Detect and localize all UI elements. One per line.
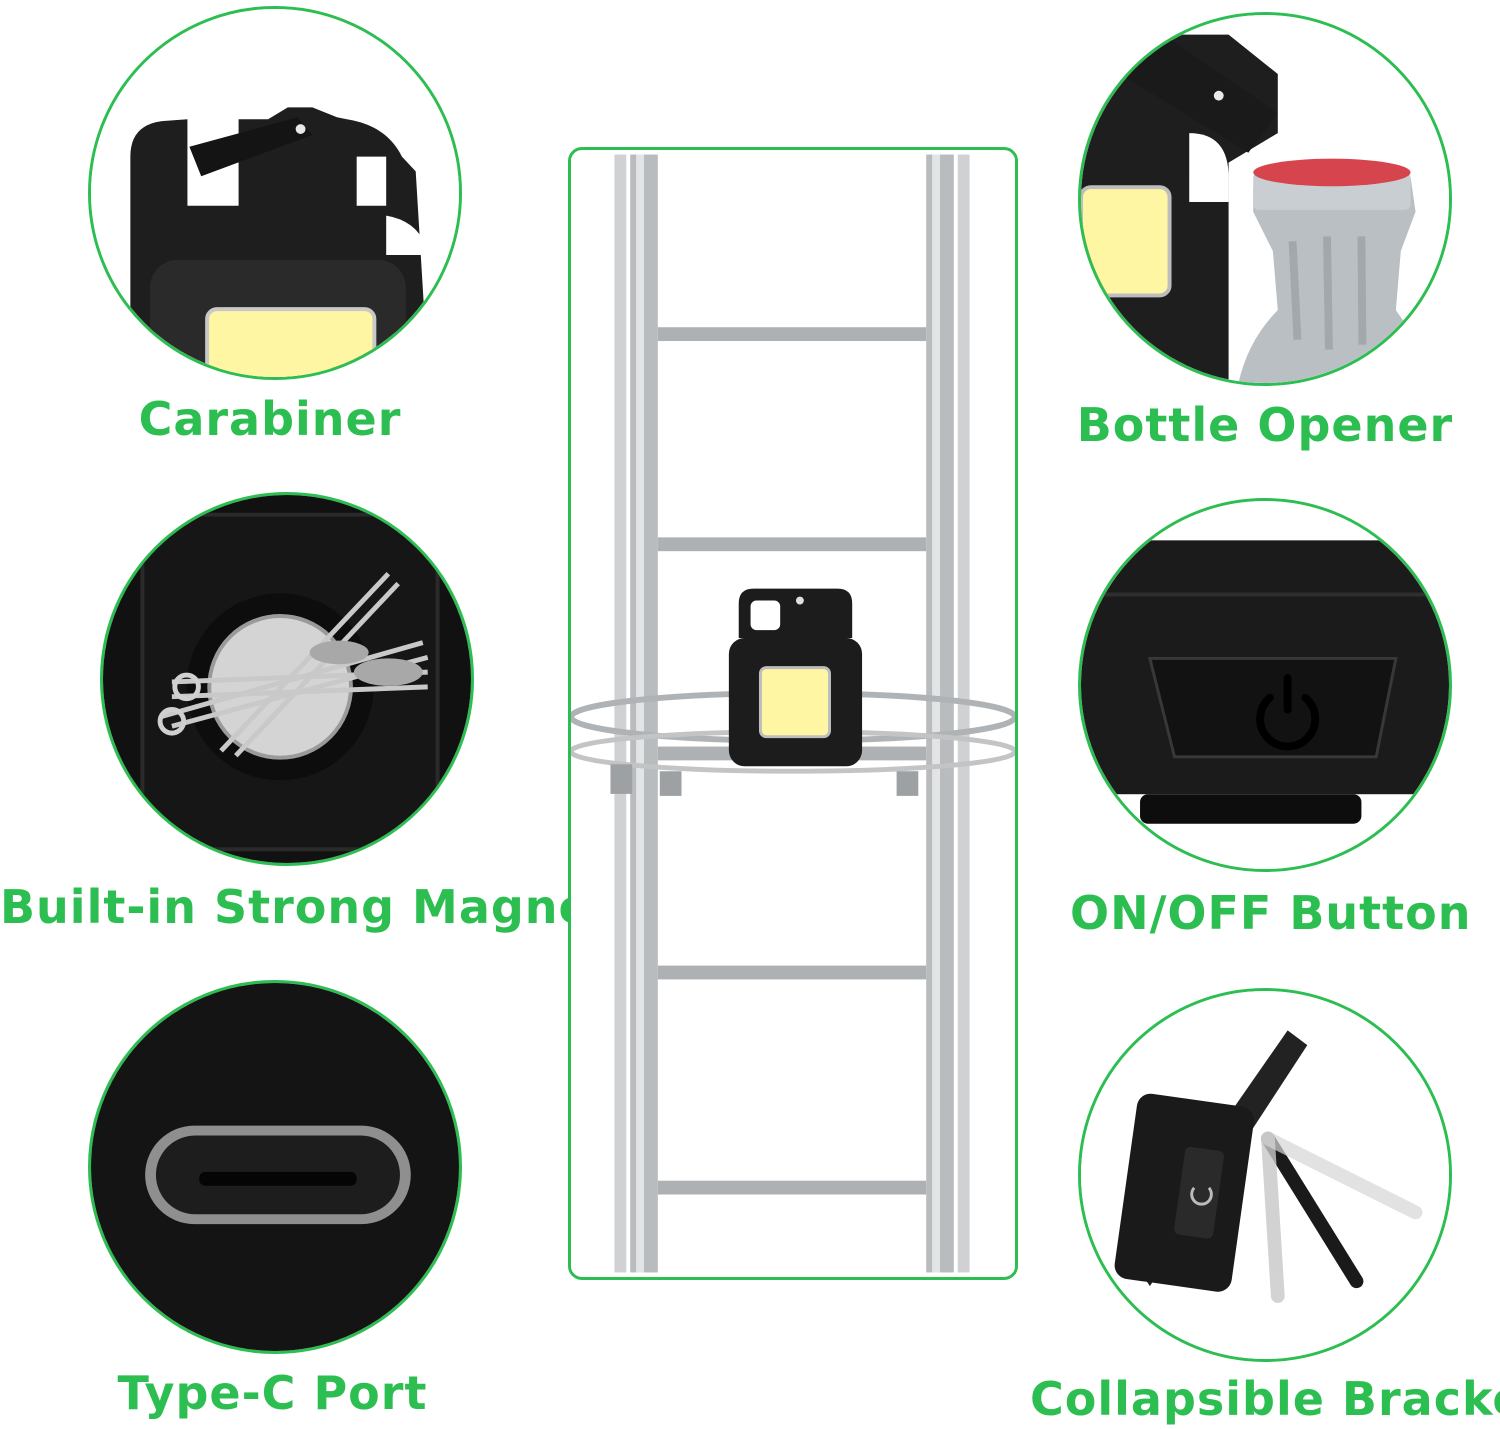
magnet-illustration <box>103 495 471 863</box>
magnet-circle <box>100 492 474 866</box>
typec-illustration <box>91 983 459 1351</box>
bottle-opener-circle <box>1078 12 1452 386</box>
typec-circle <box>88 980 462 1354</box>
button-circle <box>1078 498 1452 872</box>
bracket-circle <box>1078 988 1452 1362</box>
carabiner-circle <box>88 6 462 380</box>
carabiner-label: Carabiner <box>138 392 402 446</box>
ladder-illustration <box>571 154 1015 1273</box>
button-label: ON/OFF Button <box>1070 886 1472 940</box>
power-icon <box>1256 674 1320 751</box>
bracket-illustration <box>1081 991 1449 1359</box>
bottle-opener-label: Bottle Opener <box>1076 398 1454 452</box>
ladder-scene-frame <box>568 147 1018 1280</box>
typec-label: Type-C Port <box>117 1366 428 1420</box>
bracket-label: Collapsible Bracket <box>1030 1372 1500 1426</box>
button-illustration <box>1081 501 1449 869</box>
keychain-light-device <box>728 588 863 767</box>
bottle-opener-illustration <box>1081 15 1449 383</box>
carabiner-illustration <box>91 9 459 377</box>
magnet-label: Built-in Strong Magnet <box>0 880 614 934</box>
